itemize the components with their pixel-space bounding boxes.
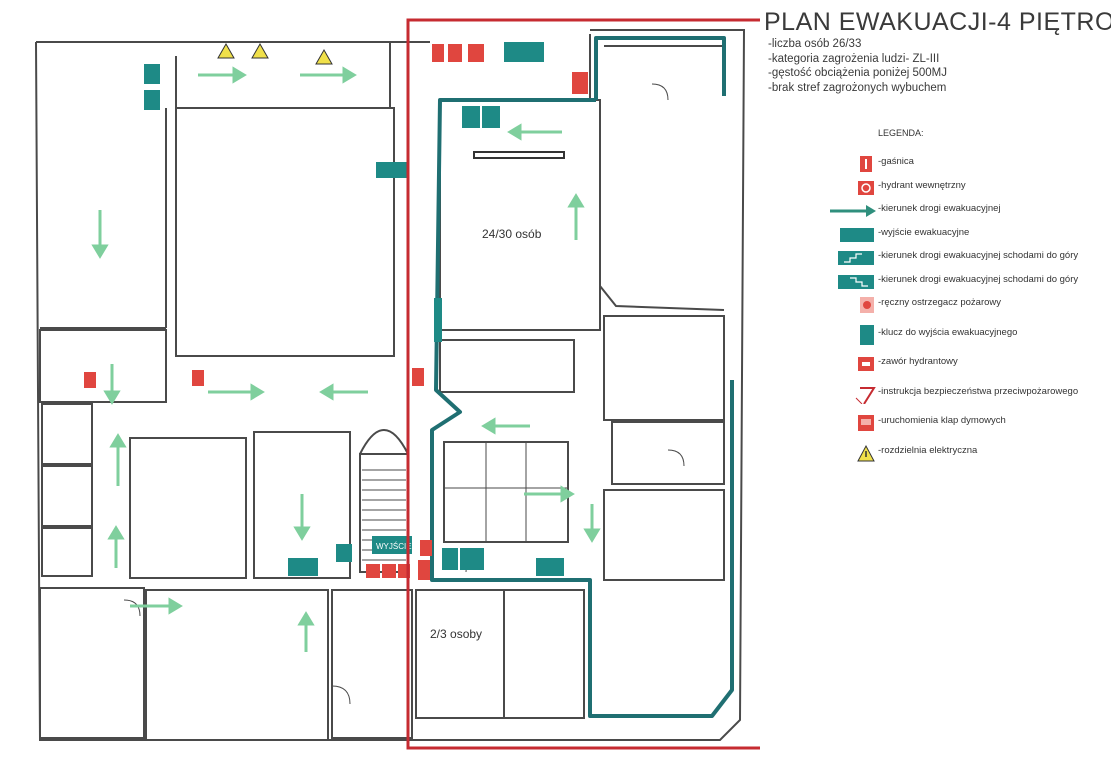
meta-line: -gęstość obciążenia poniżej 500MJ [768,67,947,79]
legend-item: -gaśnica [828,154,1108,178]
legend-item: -wyjście ewakuacyjne [828,225,1108,249]
hydrant-valve-icon [858,357,874,371]
exit-sign-label: WYJŚCIE [376,542,412,551]
legend-item: -instrukcja bezpieczeństwa przeciwpożaro… [828,384,1108,408]
main-hall-occupancy: 24/30 osób [482,227,542,241]
legend: LEGENDA: -gaśnica -hydrant wewnętrzny -k… [828,128,1108,466]
small-room-occupancy: 2/3 osoby [430,627,482,641]
hydrant-icon [858,180,874,195]
legend-item: -kierunek drogi ewakuacyjnej schodami do… [828,272,1108,296]
floor-plan: WYJŚCIE 24/30 osób 2/3 osoby [35,18,760,750]
evacuation-arrows [91,66,601,652]
legend-title: LEGENDA: [878,128,924,138]
extinguisher-icon [860,156,872,172]
smoke-vent-icon [858,415,874,431]
walls [35,29,746,741]
meta-line: -brak stref zagrożonych wybuchem [768,81,947,94]
exit-signs [144,42,564,576]
stairs-up-icon [838,251,874,265]
safety-instruction-icon [855,386,876,404]
plan-title: PLAN EWAKUACJI-4 PIĘTRO [764,8,1111,36]
legend-item: -klucz do wyjścia ewakuacyjnego [828,324,1108,349]
legend-item: -hydrant wewnętrzny [828,178,1108,202]
evacuation-zone-outline [406,18,760,750]
legend-item: -rozdzielnia elektryczna [828,443,1108,467]
legend-item: -ręczny ostrzegacz pożarowy [828,295,1108,319]
plan-info: PLAN EWAKUACJI-4 PIĘTRO -liczba osób 26/… [764,8,1111,95]
legend-item: -uruchomienia klap dymowych [828,413,1108,437]
emergency-exit-icon [840,227,874,242]
electrical-panel-icon [857,444,875,461]
fire-alarm-icon [860,297,874,313]
evacuation-route [430,36,734,718]
fire-equipment-signs [84,44,588,580]
meta-line: -kategoria zagrożenia ludzi- ZL-III [768,52,940,65]
legend-item: -kierunek drogi ewakuacyjnej schodami do… [828,248,1108,272]
electrical-panel-icons [217,42,333,65]
exit-key-icon [860,324,874,345]
meta-line: -liczba osób 26/33 [768,38,862,50]
legend-item: -zawór hydrantowy [828,354,1108,378]
stairs-up-alt-icon [838,274,874,289]
bench [473,151,565,159]
legend-item: -kierunek drogi ewakuacyjnej [828,201,1108,225]
evacuation-arrow-icon [830,205,876,217]
